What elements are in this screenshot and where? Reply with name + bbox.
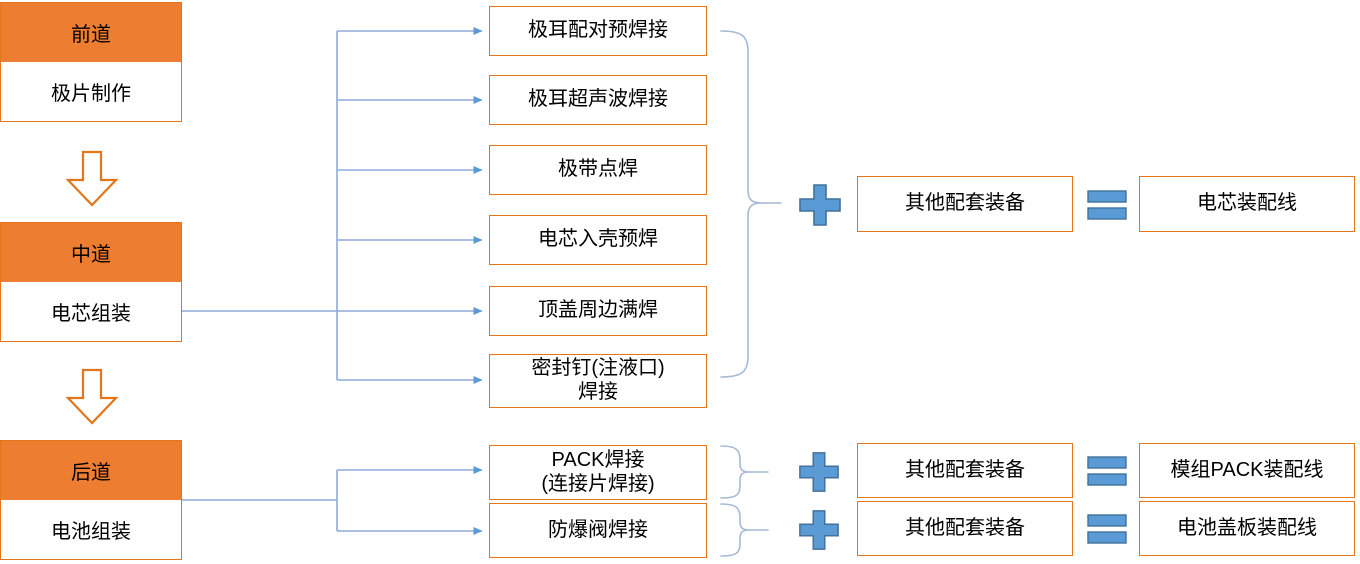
process-box-back-2[interactable]: 防爆阀焊接 bbox=[489, 503, 707, 558]
equals-icon-module-pack-line bbox=[1087, 456, 1127, 486]
process-box-middle-1[interactable]: 极耳配对预焊接 bbox=[489, 6, 707, 56]
stage-middle-body: 电芯组装 bbox=[1, 282, 181, 341]
result-box-module-pack-line[interactable]: 模组PACK装配线 bbox=[1139, 443, 1355, 498]
equals-icon-cell-line bbox=[1087, 190, 1127, 220]
plus-icon-cell-line bbox=[799, 184, 841, 226]
process-box-middle-4[interactable]: 电芯入壳预焊 bbox=[489, 215, 707, 265]
down-arrow-icon-front-to-middle bbox=[65, 150, 119, 207]
plus-icon-module-pack-line bbox=[799, 452, 839, 492]
stage-front-body: 极片制作 bbox=[1, 62, 181, 121]
middle-processes-brace bbox=[720, 30, 782, 378]
stage-middle[interactable]: 中道 电芯组装 bbox=[0, 222, 182, 342]
equals-icon-cover-plate-line bbox=[1087, 514, 1127, 544]
down-arrow-icon-middle-to-back bbox=[65, 368, 119, 425]
result-box-cover-plate-line[interactable]: 电池盖板装配线 bbox=[1139, 501, 1355, 556]
result-box-cell-line[interactable]: 电芯装配线 bbox=[1139, 176, 1355, 232]
stage-back-body: 电池组装 bbox=[1, 500, 181, 559]
stage-back-header: 后道 bbox=[1, 441, 181, 500]
plus-icon-cover-plate-line bbox=[799, 510, 839, 550]
stage-front[interactable]: 前道 极片制作 bbox=[0, 2, 182, 122]
addend-box-cell-line[interactable]: 其他配套装备 bbox=[857, 176, 1073, 232]
addend-box-module-pack-line[interactable]: 其他配套装备 bbox=[857, 443, 1073, 498]
pack-row-brace bbox=[720, 445, 769, 499]
stage-front-header: 前道 bbox=[1, 3, 181, 62]
addend-box-cover-plate-line[interactable]: 其他配套装备 bbox=[857, 501, 1073, 556]
process-box-middle-3[interactable]: 极带点焊 bbox=[489, 145, 707, 195]
stage-back[interactable]: 后道 电池组装 bbox=[0, 440, 182, 560]
process-box-back-1[interactable]: PACK焊接 (连接片焊接) bbox=[489, 445, 707, 500]
process-box-middle-2[interactable]: 极耳超声波焊接 bbox=[489, 75, 707, 125]
process-box-middle-5[interactable]: 顶盖周边满焊 bbox=[489, 286, 707, 336]
middle-stage-connector-tree bbox=[182, 27, 483, 384]
back-stage-connector-tree bbox=[182, 466, 483, 535]
valve-row-brace bbox=[720, 503, 769, 557]
stage-middle-header: 中道 bbox=[1, 223, 181, 282]
process-box-middle-6[interactable]: 密封钉(注液口) 焊接 bbox=[489, 354, 707, 408]
